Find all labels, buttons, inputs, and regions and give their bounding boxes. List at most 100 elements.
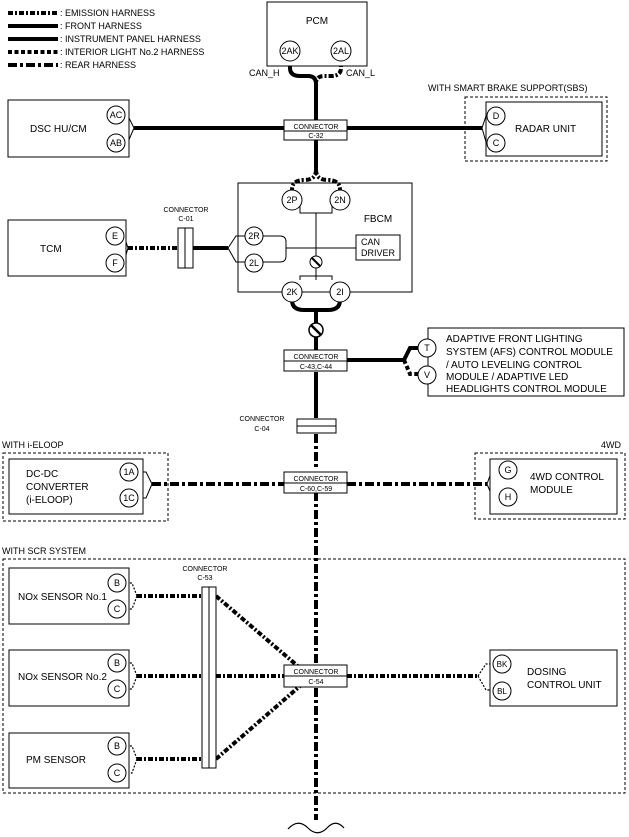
fbcm-pin-2r [244,226,264,246]
termination-resistor-icon-fbcm [309,255,323,269]
afs-pin-can-l-label: V [424,370,430,380]
afs-label-5: HEADLIGHTS CONTROL MODULE [446,384,607,395]
legend: : EMISSION HARNESS : FRONT HARNESS : INS… [8,8,204,70]
dcdc-pin-can-h-label: 1A [123,467,134,477]
connector-c43-label: CONNECTOR [294,354,339,361]
nox1-pin-can-l-label: C [114,604,121,614]
wire-break-icon [287,822,345,834]
wire-fbcm-2p [290,169,318,191]
group-4wd-label: 4WD [601,440,622,450]
pcm-pin-can-l-label: 2AL [333,46,349,56]
4wd-label-2: MODULE [530,485,573,496]
pm-pin-can-l [107,763,127,783]
group-scr-label: WITH SCR SYSTEM [2,546,86,556]
connector-c32-id: C-32 [308,133,323,140]
wire-fbcm-2r [227,235,246,249]
wire-fbcm-2l [227,247,246,263]
radar-pin-can-l-label: C [493,138,500,148]
nox2-pin-can-l-label: C [114,684,121,694]
fbcm-pin-2l-label: 2L [249,258,259,268]
radar-pin-can-h-label: D [493,111,500,121]
connector-c32 [283,119,348,141]
legend-instrument-label: : INSTRUMENT PANEL HARNESS [60,34,201,44]
connector-c04-id: C-04 [254,426,269,433]
dosing-label-2: CONTROL UNIT [527,680,602,691]
pm-pin-can-l-label: C [114,768,121,778]
connector-c53-label: CONNECTOR [183,566,228,573]
pcm-pin-can-l [330,40,352,62]
stub-nox1 [128,582,138,610]
dcdc-pin-can-l-label: 1C [123,493,135,503]
connector-c53-id: C-53 [197,575,212,582]
connector-c60-label: CONNECTOR [294,476,339,483]
nox2-pin-can-h-label: B [114,658,120,668]
fbcm-pin-2k [281,281,303,303]
can-driver-label-1: CAN [361,237,380,247]
afs-label-2: SYSTEM (AFS) CONTROL MODULE [446,347,613,358]
radar-pin-can-l [486,133,506,153]
nox2-label: NOx SENSOR No.2 [18,672,107,683]
afs-pin-can-h [417,338,437,358]
pm-pin-can-h [107,736,127,756]
fbcm-pin-2l [244,253,264,273]
nox1-box [8,567,130,625]
dosing-pin-can-h-label: BK [497,660,508,669]
radar-label: RADAR UNIT [515,124,576,135]
signal-can-l-label: CAN_L [346,68,375,78]
connector-c04-label: CONNECTOR [240,416,285,423]
legend-front-label: : FRONT HARNESS [60,21,142,31]
fbcm-pin-2i-label: 2I [336,287,344,297]
4wd-pin-can-l-label: H [505,492,512,502]
wire-pcm-canh [288,58,318,122]
fbcm-pin-2n-label: 2N [334,195,346,205]
wire-afs-v [402,359,418,376]
dcdc-label-3: (i-ELOOP) [26,495,73,506]
4wd-pin-can-h [498,460,518,480]
dosing-pin-can-h [492,654,512,674]
wire-c53-c54-a [214,594,302,670]
afs-pin-can-l [417,365,437,385]
legend-interior-label: : INTERIOR LIGHT No.2 HARNESS [60,47,204,57]
tcm-pin-can-h-label: E [112,231,118,241]
nox2-pin-can-h [107,653,127,673]
dsc-pin-can-l [106,133,126,153]
afs-pin-can-h-label: T [424,343,430,353]
4wd-label-1: 4WD CONTROL [530,472,604,483]
group-4wd-frame [474,452,626,520]
group-sbs-label: WITH SMART BRAKE SUPPORT(SBS) [428,83,588,93]
fbcm-bus-bottom [299,275,333,280]
legend-rear-label: : REAR HARNESS [60,60,136,70]
connector-c01-id: C-01 [178,216,193,223]
dosing-pin-can-l [492,681,512,701]
dcdc-label-1: DC-DC [26,469,58,480]
fbcm-label: FBCM [364,214,392,225]
fbcm-bus-left-bottom [262,248,287,263]
4wd-pin-can-h-label: G [504,465,511,475]
pcm-pin-can-h-label: 2AK [281,46,298,56]
wire-fbcm-2n [314,169,342,191]
dcdc-label-2: CONVERTER [26,482,89,493]
can-driver-box [355,234,401,261]
radar-box [485,101,603,157]
tcm-pin-can-l-label: F [112,258,118,268]
wire-afs-t [402,346,418,361]
pcm-label: PCM [306,16,328,27]
connector-c54-id: C-54 [308,679,323,686]
pm-label: PM SENSOR [26,755,86,766]
fbcm-pin-2r-label: 2R [248,231,260,241]
nox1-pin-can-h-label: B [114,578,120,588]
dsc-pin-can-l-label: AB [110,138,122,148]
connector-c54-label: CONNECTOR [294,669,339,676]
tcm-pin-can-h [105,226,125,246]
tcm-pin-can-l [105,253,125,273]
radar-pin-can-h [486,106,506,126]
fbcm-bus-top [299,200,333,214]
pcm-pin-can-h [279,40,301,62]
afs-label-1: ADAPTIVE FRONT LIGHTING [446,334,583,345]
group-ieloop-label: WITH i-ELOOP [2,440,64,450]
legend-emission-label: : EMISSION HARNESS [60,8,155,18]
fbcm-pin-2p-label: 2P [286,195,297,205]
fbcm-box [237,182,413,293]
nox2-pin-can-l [107,679,127,699]
